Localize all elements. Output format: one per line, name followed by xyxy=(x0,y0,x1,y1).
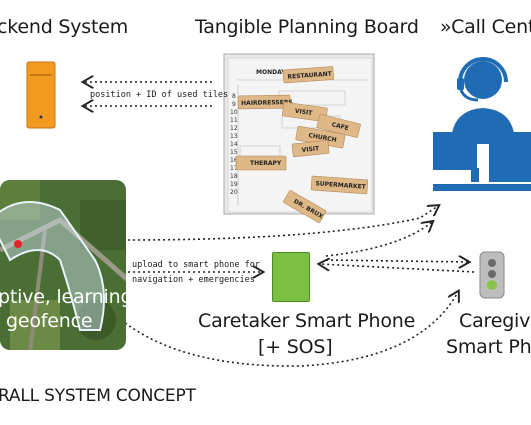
hour-label: 15 xyxy=(230,149,238,156)
tile-label: RESTAURANT xyxy=(287,71,333,81)
hour-label: 20 xyxy=(230,189,238,196)
tile-therapy[interactable]: THERAPY xyxy=(235,155,287,171)
hour-label: 14 xyxy=(230,141,238,148)
arrow-phone-to-caregiver xyxy=(325,260,468,262)
arrow-phone-to-callcenter xyxy=(325,222,432,257)
geofence-label-line1: ptive, learning xyxy=(0,286,133,308)
arrow-caregiver-to-phone xyxy=(320,264,475,273)
tile-label: VISIT xyxy=(301,145,320,154)
hour-label: 19 xyxy=(230,181,238,188)
arrow-map-to-callcenter xyxy=(127,206,438,241)
tile-hairdressers[interactable]: HAIRDRESSERS xyxy=(237,94,293,110)
backend-system-title: ckend System xyxy=(0,16,129,38)
hour-label: 16 xyxy=(230,157,238,164)
overall-system-concept-label: RALL SYSTEM CONCEPT xyxy=(0,386,196,406)
caretaker-sos-label: [+ SOS] xyxy=(258,336,333,358)
tile-visit-2[interactable]: VISIT xyxy=(291,140,330,158)
position-label: position + ID of used tiles xyxy=(90,90,229,100)
call-center-agent-icon xyxy=(433,52,531,192)
hour-label: 12 xyxy=(230,125,238,132)
caregiver-title-line2: Smart Pho xyxy=(446,336,531,358)
tile-label: HAIRDRESSERS xyxy=(241,99,293,107)
caregiver-title: Caregive xyxy=(459,310,531,332)
tile-restaurant[interactable]: RESTAURANT xyxy=(282,66,335,84)
hour-label: 18 xyxy=(230,173,238,180)
caregiver-traffic-light-icon xyxy=(479,251,505,299)
board-day-label: MONDAY xyxy=(256,69,286,76)
caretaker-phone-title: Caretaker Smart Phone xyxy=(198,310,416,332)
caretaker-phone-icon[interactable] xyxy=(272,252,310,302)
tile-label: THERAPY xyxy=(250,160,282,167)
hour-label: 17 xyxy=(230,165,238,172)
tile-label: CHURCH xyxy=(308,132,337,144)
geofence-label-line2: geofence xyxy=(6,310,93,332)
tile-label: SUPERMARKET xyxy=(315,180,367,191)
tile-label: CAFE xyxy=(331,121,349,132)
planning-board-title: Tangible Planning Board xyxy=(195,16,419,38)
arrow-map-to-caregiver xyxy=(109,292,458,367)
tile-supermarket[interactable]: SUPERMARKET xyxy=(310,175,369,195)
backend-server-icon xyxy=(26,61,56,129)
hour-label: 8 xyxy=(232,93,236,100)
tile-visit-1[interactable]: VISIT xyxy=(281,101,328,123)
upload-label-line2: navigation + emergencies xyxy=(132,275,255,285)
hour-label: 9 xyxy=(232,101,236,108)
upload-label-line1: upload to smart phone for xyxy=(132,260,260,270)
hour-label: 10 xyxy=(230,109,238,116)
geofence-map xyxy=(0,180,128,352)
call-center-title: »Call Cente xyxy=(440,16,531,38)
hour-label: 13 xyxy=(230,133,238,140)
board-hours: 8 9 10 11 12 13 14 15 16 17 18 19 20 xyxy=(230,93,238,196)
tile-label: VISIT xyxy=(294,108,313,117)
hour-label: 11 xyxy=(230,117,238,124)
